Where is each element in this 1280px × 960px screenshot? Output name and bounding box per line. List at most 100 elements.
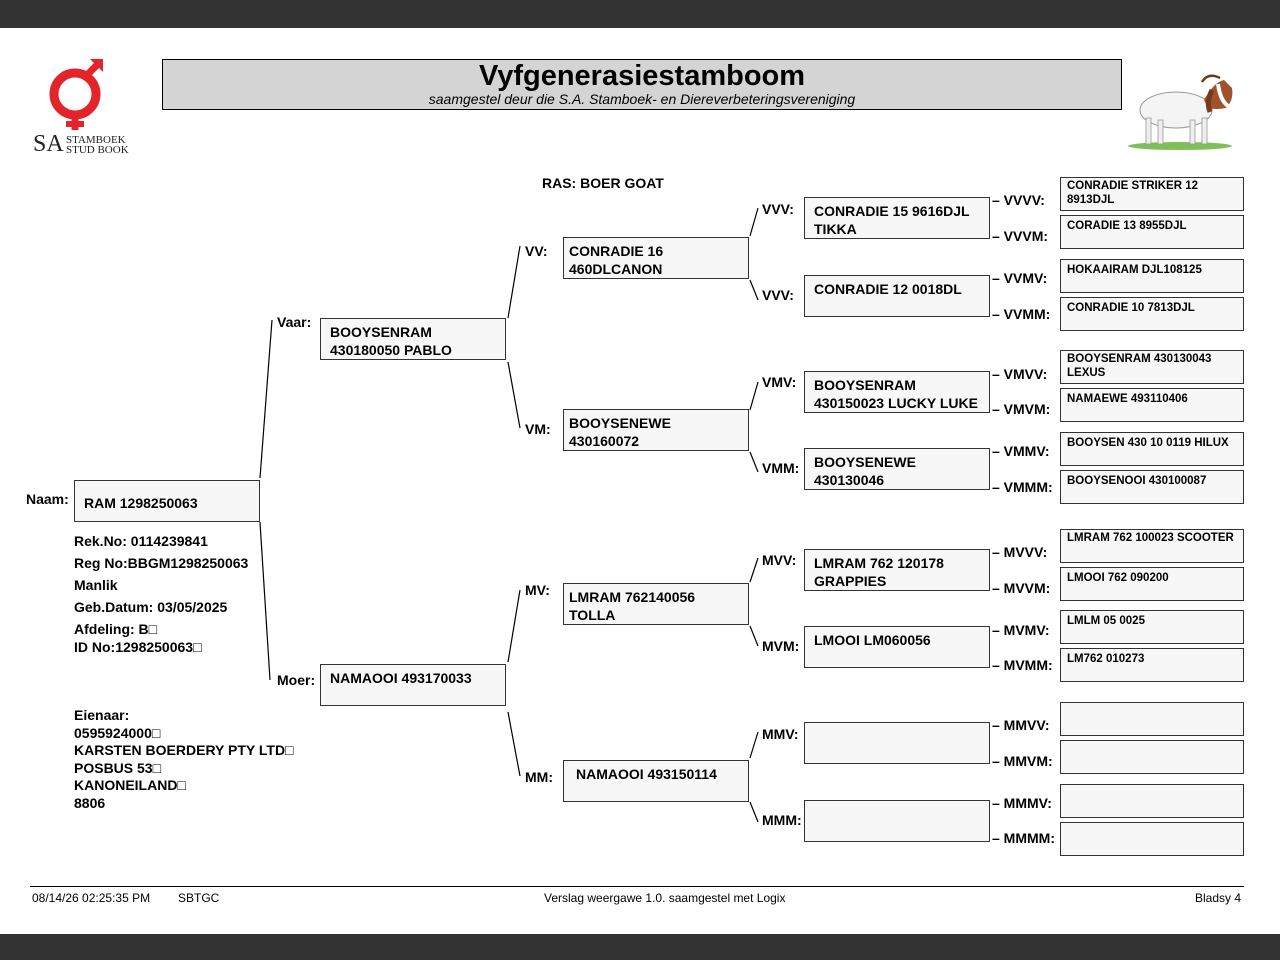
mvmv-box: LMLM 05 0025	[1060, 610, 1244, 644]
vvvv-name: CONRADIE STRIKER 12 8913DJL	[1067, 180, 1198, 206]
mmvv-box	[1060, 702, 1244, 736]
footer-divider	[30, 886, 1244, 887]
mm-name: NAMAOOI 493150114	[576, 766, 717, 782]
logo-stamboek-text: STAMBOEK STUD BOOK	[66, 134, 129, 156]
vmmm-label: – VMMM:	[992, 479, 1053, 495]
viewer-top-bar	[0, 0, 1280, 28]
mmm-label: MMM:	[762, 812, 802, 828]
vmv-label: VMV:	[762, 374, 797, 390]
vmvm-label: – VMVM:	[992, 401, 1051, 417]
breed-label: RAS: BOER GOAT	[542, 175, 664, 191]
vvm-label: VVV:	[762, 287, 794, 303]
mmvm-box	[1060, 740, 1244, 774]
vmmv-box: BOOYSEN 430 10 0119 HILUX	[1060, 432, 1244, 466]
mvmv-name: LMLM 05 0025	[1067, 615, 1145, 627]
mmv-box	[804, 722, 990, 764]
mvmm-box: LM762 010273	[1060, 648, 1244, 682]
owner-address-1: POSBUS 53□	[74, 759, 162, 776]
mmmv-label: – MMMV:	[992, 795, 1052, 811]
vmmm-box: BOOYSENOOI 430100087	[1060, 470, 1244, 504]
mv-label: MV:	[525, 582, 550, 598]
owner-block: Eienaar: 0595924000□ KARSTEN BOERDERY PT…	[74, 707, 294, 812]
footer-datetime: 08/14/26 02:25:35 PM	[32, 891, 151, 905]
report-subtitle: saamgestel deur die S.A. Stamboek- en Di…	[428, 91, 856, 107]
vm-label: VM:	[525, 421, 551, 437]
vvvm-name: CORADIE 13 8955DJL	[1067, 220, 1187, 232]
mvvv-box: LMRAM 762 100023 SCOOTER	[1060, 529, 1244, 563]
vvvv-box: CONRADIE STRIKER 12 8913DJL	[1060, 177, 1244, 211]
afdeling: Afdeling: B□	[74, 621, 158, 637]
vv-box: CONRADIE 16 460DLCANON	[563, 237, 749, 279]
mvmm-name: LM762 010273	[1067, 653, 1145, 665]
vmv-box: BOOYSENRAM 430150023 LUCKY LUKE	[804, 371, 990, 413]
subject-animal-box: RAM 1298250063	[74, 480, 260, 522]
vvv-label: VVV:	[762, 201, 794, 217]
reg-no: Reg No:BBGM1298250063	[74, 555, 249, 571]
mvvv-label: – MVVV:	[992, 544, 1048, 560]
report-title: Vyfgenerasiestamboom	[478, 60, 806, 92]
id-no: ID No:1298250063□	[74, 638, 202, 655]
owner-name: KARSTEN BOERDERY PTY LTD□	[74, 742, 294, 758]
footer-code: SBTGC	[178, 891, 220, 905]
mvv-box: LMRAM 762 120178 GRAPPIES	[804, 549, 990, 591]
vv-name: CONRADIE 16 460DLCANON	[569, 243, 664, 277]
animal-ids: Afdeling: B□ ID No:1298250063□	[74, 621, 202, 656]
vm-name: BOOYSENEWE 430160072	[569, 415, 671, 449]
sire-label: Vaar:	[277, 314, 312, 330]
mmm-box	[804, 800, 990, 842]
mm-box: NAMAOOI 493150114	[563, 760, 749, 802]
logo-line-1: STAMBOEK	[66, 134, 126, 146]
sire-name: BOOYSENRAM 430180050 PABLO	[330, 324, 452, 358]
sire-box: BOOYSENRAM 430180050 PABLO	[320, 318, 506, 360]
rek-no: Rek.No: 0114239841	[74, 533, 208, 549]
mv-name: LMRAM 762140056 TOLLA	[569, 589, 696, 623]
sa-stud-book-logo: SA STAMBOEK STUD BOOK	[28, 56, 138, 157]
vvmm-name: CONRADIE 10 7813DJL	[1067, 302, 1195, 314]
boer-goat-illustration	[1128, 74, 1233, 150]
mmvv-label: – MMVV:	[992, 717, 1050, 733]
mvvv-name: LMRAM 762 100023 SCOOTER	[1067, 532, 1234, 544]
name-label: Naam:	[26, 491, 69, 507]
subject-animal-name: RAM 1298250063	[84, 495, 198, 511]
owner-label: Eienaar:	[74, 707, 130, 723]
sex: Manlik	[74, 577, 118, 593]
vvm-box: CONRADIE 12 0018DL	[804, 275, 990, 317]
vm-box: BOOYSENEWE 430160072	[563, 409, 749, 451]
vvv-box: CONRADIE 15 9616DJL TIKKA	[804, 197, 990, 239]
logo-sa-text: SA	[33, 131, 64, 157]
mvvm-box: LMOOI 762 090200	[1060, 567, 1244, 601]
vmvv-box: BOOYSENRAM 430130043 LEXUS	[1060, 350, 1244, 384]
mvmv-label: – MVMV:	[992, 622, 1050, 638]
footer-report: Verslag weergawe 1.0. saamgestel met Log…	[544, 891, 786, 905]
vvvm-box: CORADIE 13 8955DJL	[1060, 215, 1244, 249]
vvvv-label: – VVVV:	[992, 192, 1045, 208]
mvm-name: LMOOI LM060056	[814, 632, 931, 648]
mvv-label: MVV:	[762, 552, 797, 568]
vmv-name: BOOYSENRAM 430150023 LUCKY LUKE	[814, 377, 978, 411]
vvv-name: CONRADIE 15 9616DJL TIKKA	[814, 203, 970, 237]
viewer-bottom-bar	[0, 934, 1280, 960]
mv-box: LMRAM 762140056 TOLLA	[563, 583, 749, 625]
mmmm-box	[1060, 822, 1244, 856]
mvvm-name: LMOOI 762 090200	[1067, 572, 1169, 584]
vmm-label: VMM:	[762, 460, 800, 476]
mvmm-label: – MVMM:	[992, 657, 1053, 673]
mvm-label: MVM:	[762, 638, 800, 654]
vmm-box: BOOYSENEWE 430130046	[804, 448, 990, 490]
dam-name: NAMAOOI 493170033	[330, 670, 472, 686]
vvmv-name: HOKAAIRAM DJL108125	[1067, 264, 1202, 276]
mvvm-label: – MVVM:	[992, 580, 1051, 596]
vvmm-box: CONRADIE 10 7813DJL	[1060, 297, 1244, 331]
vvmv-box: HOKAAIRAM DJL108125	[1060, 259, 1244, 293]
vvmm-label: – VVMM:	[992, 306, 1051, 322]
mmmv-box	[1060, 784, 1244, 818]
mmmm-label: – MMMM:	[992, 830, 1055, 846]
stud-book-emblem-icon	[49, 59, 103, 130]
vvm-name: CONRADIE 12 0018DL	[814, 281, 962, 297]
dam-label: Moer:	[277, 672, 316, 688]
mmvm-label: – MMVM:	[992, 753, 1053, 769]
vmvv-name: BOOYSENRAM 430130043 LEXUS	[1067, 353, 1212, 379]
vmvv-label: – VMVV:	[992, 366, 1048, 382]
vmmm-name: BOOYSENOOI 430100087	[1067, 475, 1207, 487]
